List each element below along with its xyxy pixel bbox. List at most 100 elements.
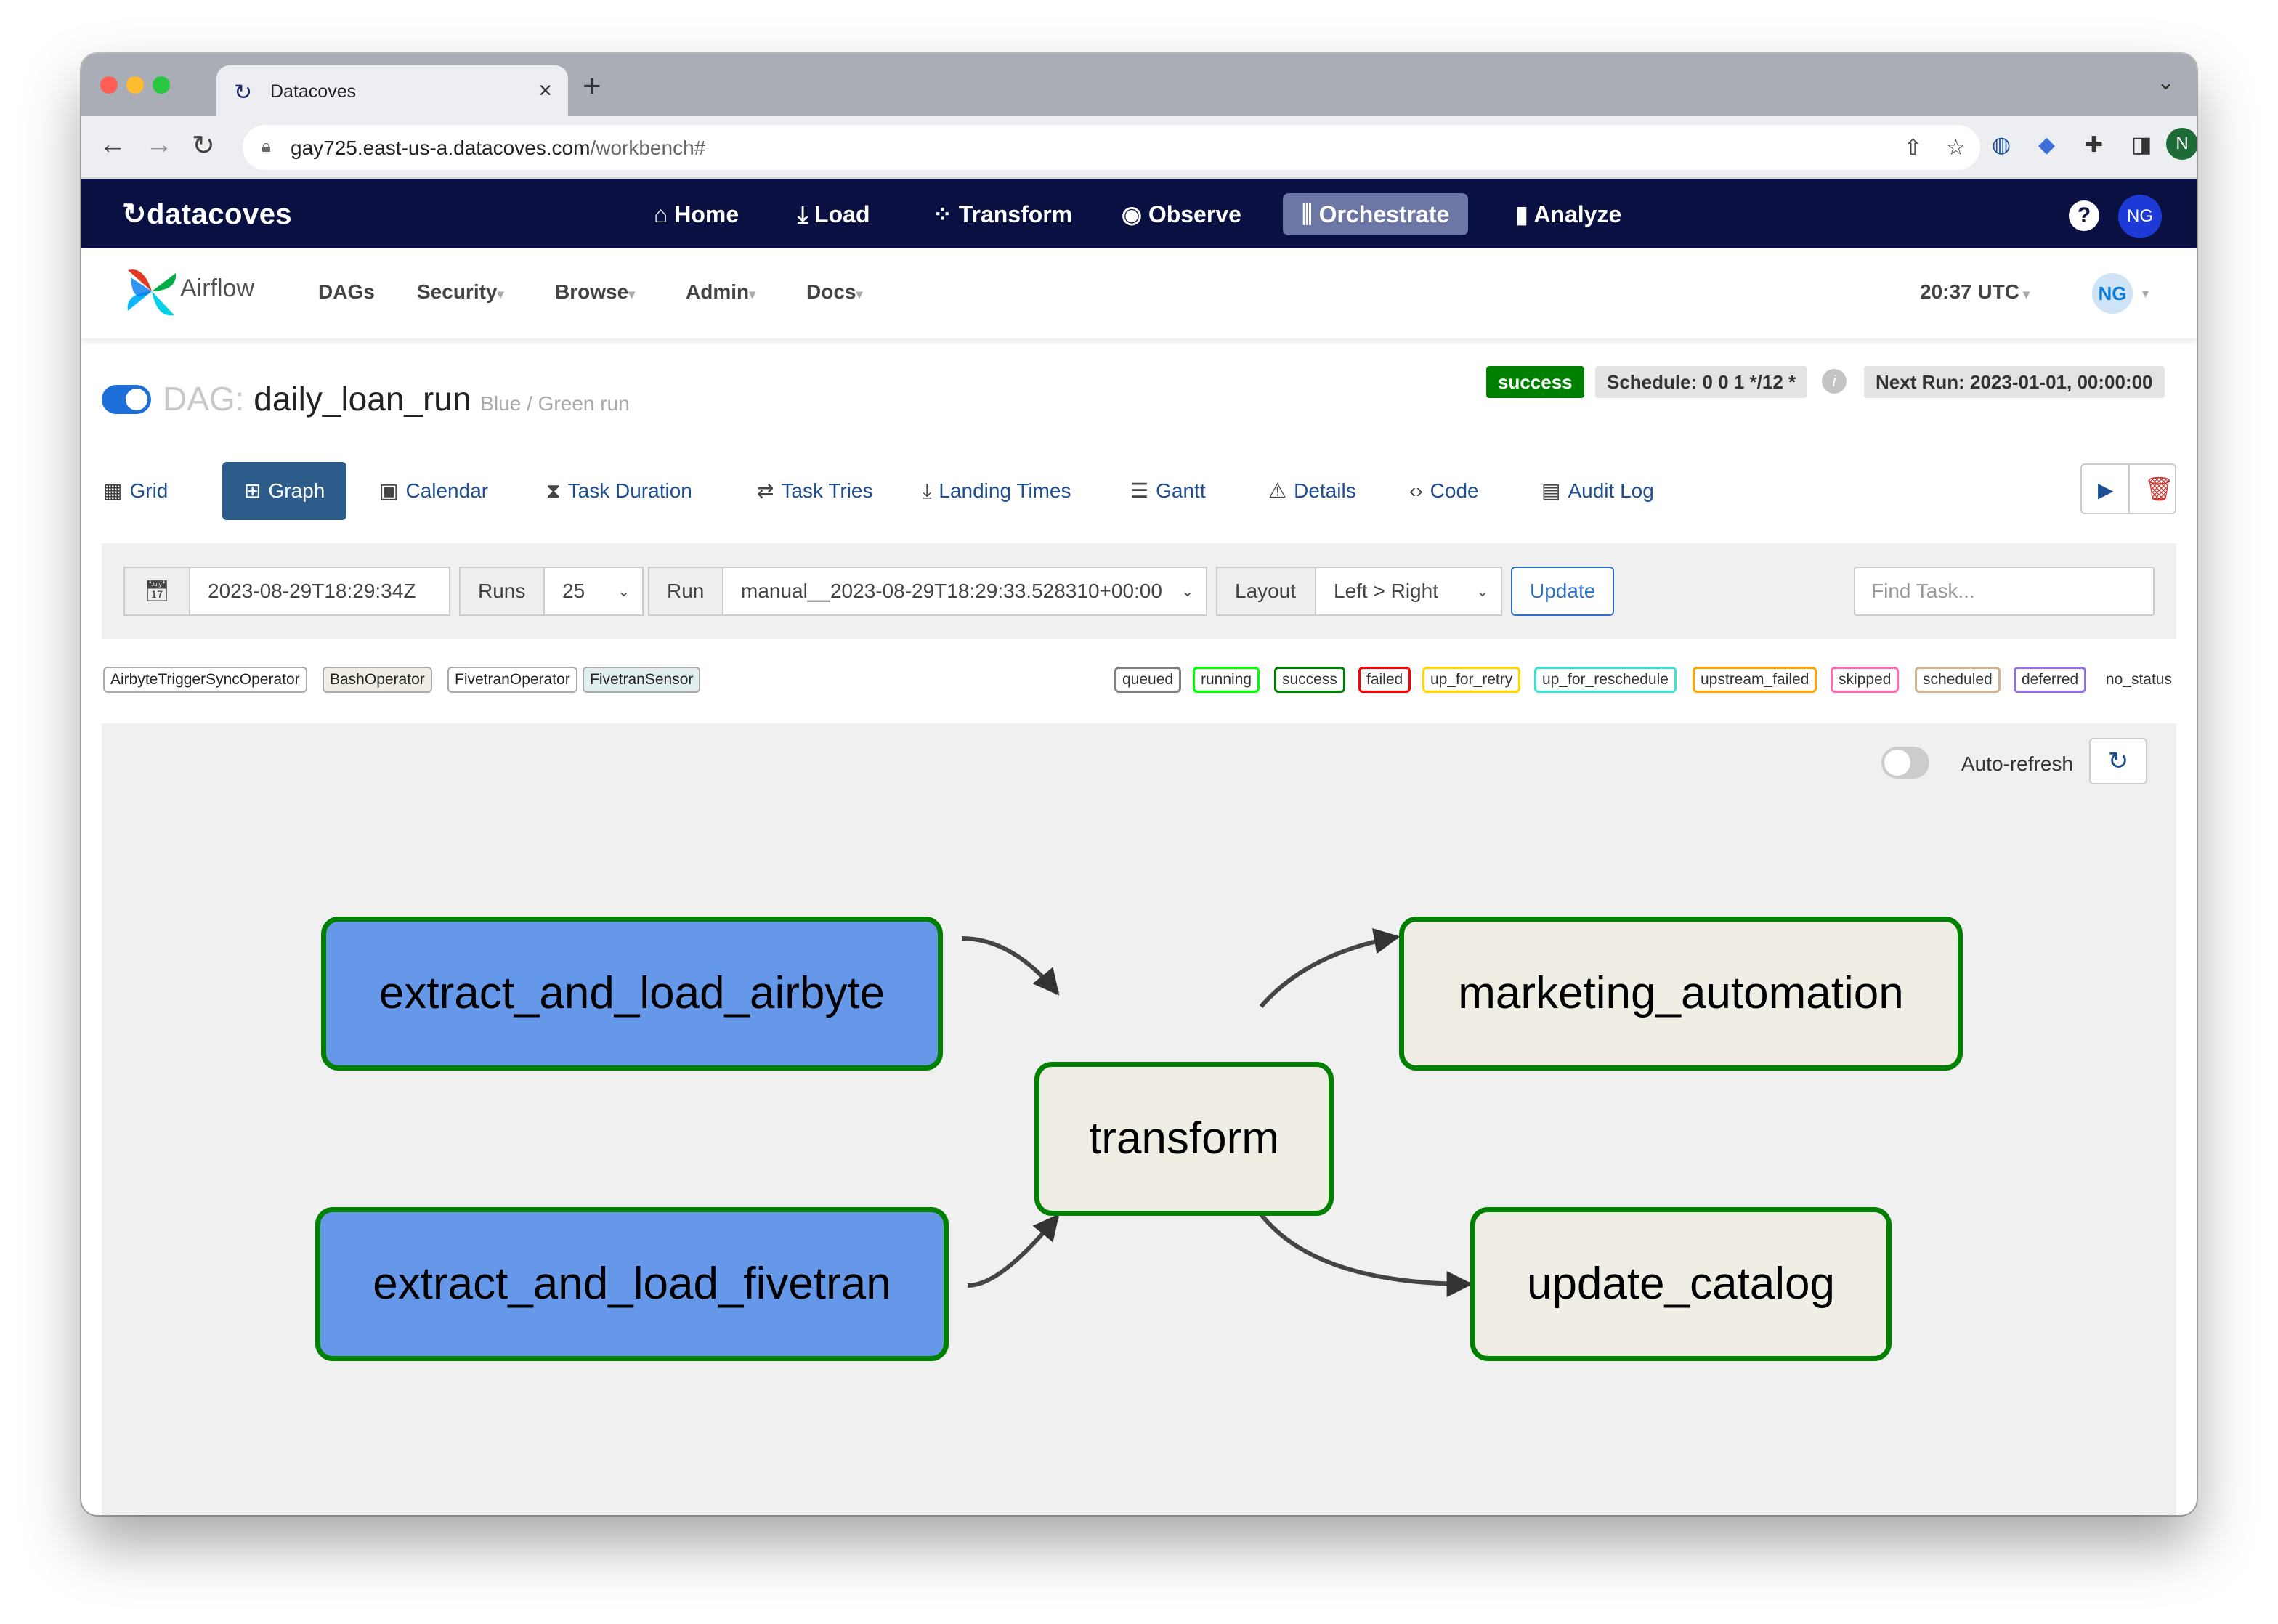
legend-state-up-for-reschedule[interactable]: up_for_reschedule <box>1534 667 1677 693</box>
legend-state-running[interactable]: running <box>1193 667 1260 693</box>
dag-edges <box>961 927 1473 1297</box>
legend-state-queued[interactable]: queued <box>1114 667 1182 693</box>
bookmark-star-icon[interactable]: ☆ <box>1946 136 1966 160</box>
legend-operator-fivetran[interactable]: FivetranOperator <box>447 667 577 693</box>
update-button[interactable]: Update <box>1511 567 1615 616</box>
tab-details[interactable]: ⚠Details <box>1247 462 1378 520</box>
airflow-menu-admin[interactable]: Admin▾ <box>686 280 756 303</box>
caret-down-icon: ▾ <box>749 287 756 301</box>
tab-audit-log[interactable]: ▤Audit Log <box>1520 462 1676 520</box>
graph-icon: ⊞ <box>244 479 262 502</box>
tab-gantt[interactable]: ☰Gantt <box>1108 462 1228 520</box>
layout-select[interactable]: Left > Right⌄ <box>1315 567 1502 616</box>
task-node-extract-and-load-fivetran[interactable]: extract_and_load_fivetran <box>315 1207 949 1361</box>
info-icon[interactable]: i <box>1822 369 1847 394</box>
tab-task-tries[interactable]: ⇄Task Tries <box>735 462 895 520</box>
minimize-window-button[interactable] <box>126 76 144 94</box>
nav-home[interactable]: ⌂ Home <box>654 201 739 227</box>
run-select[interactable]: manual__2023-08-29T18:29:33.528310+00:00… <box>722 567 1207 616</box>
tab-grid[interactable]: ▦Grid <box>81 462 190 520</box>
legend-operator-bash[interactable]: BashOperator <box>323 667 432 693</box>
legend-state-deferred[interactable]: deferred <box>2014 667 2087 693</box>
grid-icon: ▦ <box>103 479 123 502</box>
nav-analyze[interactable]: ▮ Analyze <box>1515 201 1622 227</box>
nav-load[interactable]: ⤓ Load <box>798 201 870 227</box>
task-node-update-catalog[interactable]: update_catalog <box>1470 1207 1892 1361</box>
tab-calendar[interactable]: ▣Calendar <box>357 462 510 520</box>
run-label: Run <box>648 567 723 616</box>
legend-state-failed[interactable]: failed <box>1358 667 1411 693</box>
legend-state-skipped[interactable]: skipped <box>1831 667 1900 693</box>
extension-shield-icon[interactable]: ◆ <box>2038 133 2056 157</box>
tab-graph[interactable]: ⊞Graph <box>222 462 347 520</box>
extensions-puzzle-icon[interactable]: ✚ <box>2085 133 2104 157</box>
legend-state-success[interactable]: success <box>1274 667 1345 693</box>
airflow-pinwheel-icon[interactable] <box>123 263 180 320</box>
utc-clock[interactable]: 20:37 UTC ▾ <box>1920 280 2030 303</box>
legend-state-no-status[interactable]: no_status <box>2105 671 2172 688</box>
gantt-icon: ☰ <box>1130 479 1149 502</box>
url-text: gay725.east-us-a.datacoves.com/workbench… <box>291 137 706 159</box>
caret-down-icon: ▾ <box>856 287 863 301</box>
calendar-icon: ▣ <box>379 479 399 502</box>
delete-dag-trash-icon[interactable]: 🗑︎ <box>2144 476 2174 502</box>
tab-task-duration[interactable]: ⧗Task Duration <box>524 462 714 520</box>
user-avatar[interactable]: NG <box>2118 195 2162 238</box>
nav-observe[interactable]: ◉ Observe <box>1122 201 1241 227</box>
sidebar-toggle-icon[interactable]: ◨ <box>2131 133 2152 157</box>
nav-orchestrate[interactable]: ⫼ Orchestrate <box>1283 193 1469 235</box>
find-task-input[interactable]: Find Task... <box>1854 567 2155 616</box>
next-run-badge: Next Run: 2023-01-01, 00:00:00 <box>1864 366 2165 398</box>
calendar-picker-icon[interactable]: 📅︎ <box>123 567 190 616</box>
caret-down-icon[interactable]: ▾ <box>2141 286 2149 301</box>
legend-state-scheduled[interactable]: scheduled <box>1915 667 2001 693</box>
runs-select[interactable]: 25⌄ <box>543 567 644 616</box>
task-node-transform[interactable]: transform <box>1034 1062 1334 1216</box>
trigger-dag-play-icon[interactable]: ▶ <box>2098 479 2114 501</box>
forward-arrow-icon[interactable]: → <box>145 129 173 160</box>
legend-state-upstream-failed[interactable]: upstream_failed <box>1693 667 1817 693</box>
maximize-window-button[interactable] <box>153 76 170 94</box>
auto-refresh-toggle[interactable] <box>1881 747 1929 779</box>
profile-avatar[interactable]: N <box>2166 128 2197 160</box>
new-tab-icon[interactable]: + <box>583 68 601 104</box>
legend-state-up-for-retry[interactable]: up_for_retry <box>1422 667 1521 693</box>
share-icon[interactable]: ⇧ <box>1903 136 1922 160</box>
tab-landing-times[interactable]: ⤓Landing Times <box>901 462 1093 520</box>
legend-operator-airbyte[interactable]: AirbyteTriggerSyncOperator <box>103 667 307 693</box>
refresh-icon[interactable]: ↻ <box>2089 738 2147 784</box>
dag-name[interactable]: daily_loan_run <box>254 380 471 418</box>
datacoves-logo[interactable]: ↻datacoves <box>122 198 293 230</box>
dag-pause-toggle[interactable] <box>102 385 151 414</box>
chevron-down-icon[interactable]: ⌄ <box>2156 70 2175 94</box>
help-icon[interactable]: ? <box>2069 200 2099 231</box>
close-tab-icon[interactable]: × <box>538 77 552 103</box>
password-manager-icon[interactable]: ◍ <box>1992 133 2011 157</box>
chevron-down-icon: ⌄ <box>1475 582 1489 600</box>
airflow-brand[interactable]: Airflow <box>180 275 255 302</box>
airflow-menu-security[interactable]: Security▾ <box>417 280 504 303</box>
airflow-menu-browse[interactable]: Browse▾ <box>555 280 636 303</box>
dag-action-buttons: ▶ 🗑︎ <box>2080 463 2176 514</box>
datacoves-navbar: ↻datacoves ⌂ Home ⤓ Load ⁘ Transform ◉ O… <box>81 179 2197 248</box>
edge-transform-to-marketing <box>1259 927 1401 1008</box>
browser-tab[interactable]: ↻ Datacoves × <box>216 65 568 116</box>
base-date-input[interactable]: 2023-08-29T18:29:34Z <box>189 567 450 616</box>
legend-operator-fivetran-sensor[interactable]: FivetranSensor <box>583 667 701 693</box>
graph-filter-bar: 📅︎ 2023-08-29T18:29:34Z Runs 25⌄ Run man… <box>102 543 2176 639</box>
close-window-button[interactable] <box>100 76 118 94</box>
address-bar[interactable]: 🔒︎ gay725.east-us-a.datacoves.com/workbe… <box>243 125 1980 170</box>
airflow-menu-dags[interactable]: DAGs <box>318 280 375 303</box>
back-arrow-icon[interactable]: ← <box>99 129 126 160</box>
edge-airbyte-to-transform <box>961 936 1060 996</box>
reload-icon[interactable]: ↻ <box>192 131 215 161</box>
task-node-marketing-automation[interactable]: marketing_automation <box>1399 917 1963 1071</box>
nav-transform[interactable]: ⁘ Transform <box>933 201 1073 227</box>
divider <box>2128 465 2130 513</box>
airflow-menu-docs[interactable]: Docs▾ <box>806 280 863 303</box>
task-node-extract-and-load-airbyte[interactable]: extract_and_load_airbyte <box>321 917 943 1071</box>
airflow-user-avatar[interactable]: NG <box>2092 273 2133 314</box>
tab-code[interactable]: ‹›Code <box>1387 462 1501 520</box>
graph-canvas[interactable]: Auto-refresh ↻ extract_and_load_airbyte … <box>102 723 2176 1515</box>
file-icon: ▤ <box>1541 479 1561 502</box>
